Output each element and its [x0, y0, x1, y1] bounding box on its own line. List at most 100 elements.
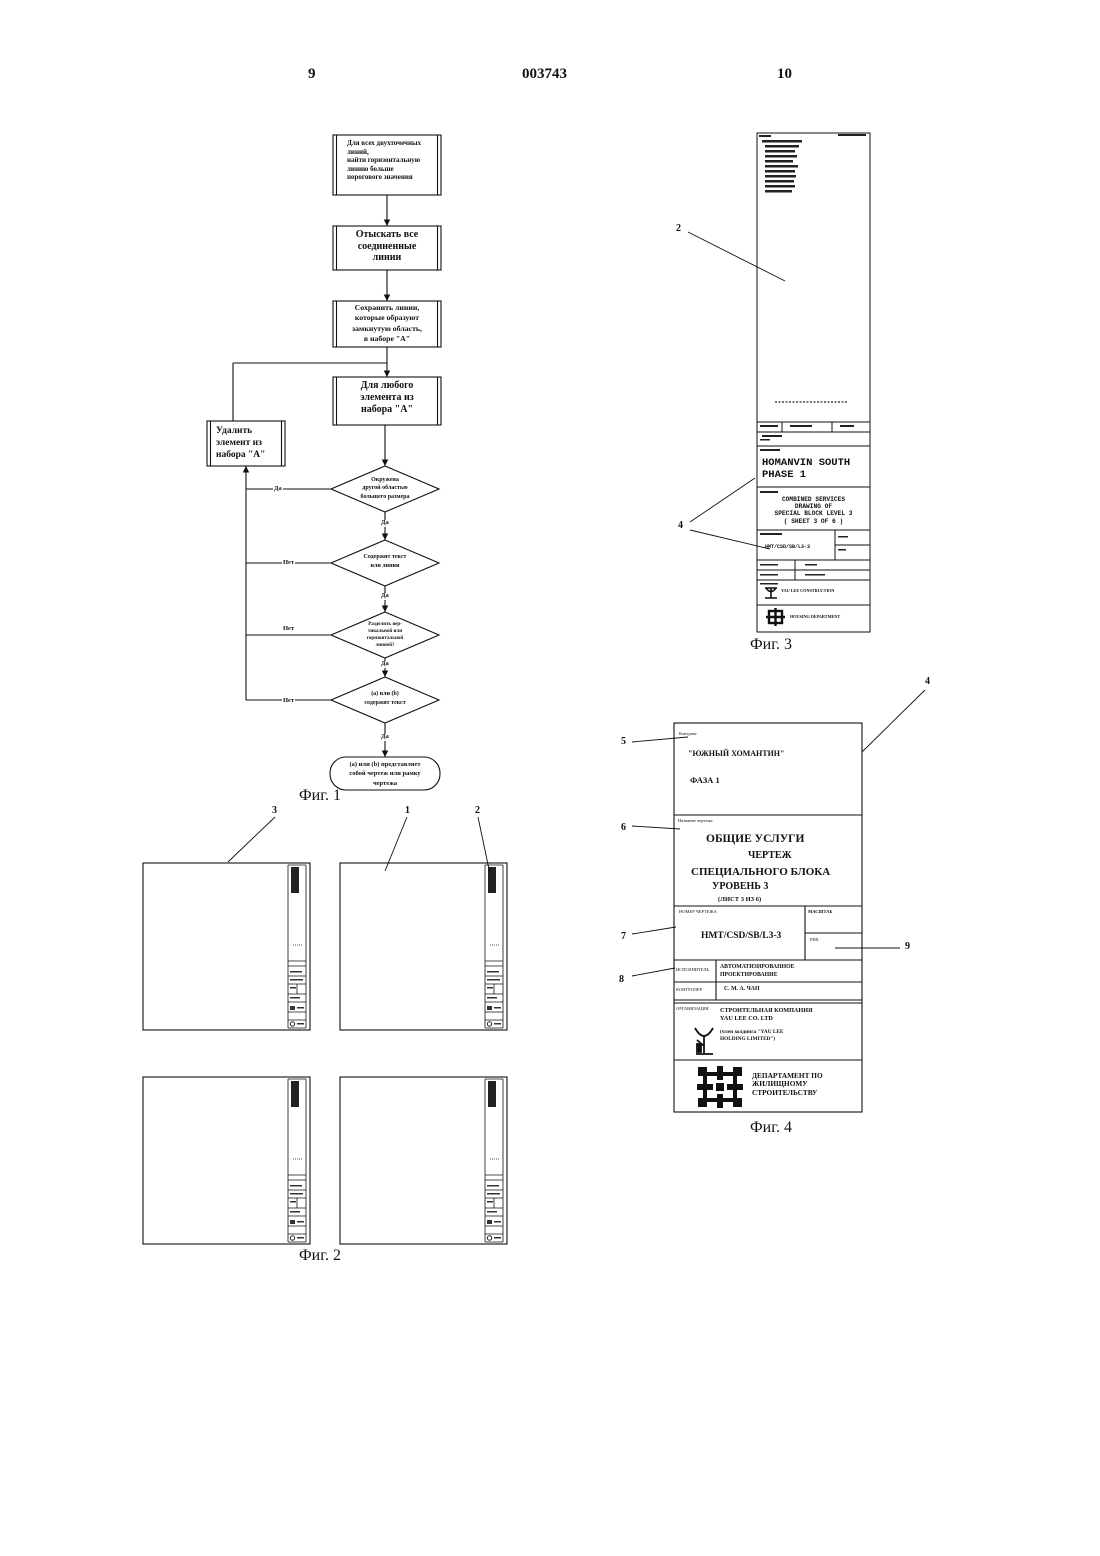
text-mark: [765, 170, 795, 173]
text-mark: [838, 549, 846, 551]
fig4-callout-7: 7: [621, 932, 626, 942]
text-mark: [760, 439, 770, 441]
drawing-title-line: СПЕЦИАЛЬНОГО БЛОКА: [691, 867, 830, 878]
text-mark: [840, 425, 854, 427]
drawing-sheet-1: [340, 863, 507, 1030]
drawing-number: HMT/CSD/SB/L3-3: [701, 932, 781, 942]
text-mark: [762, 140, 802, 143]
text-line: (a) или (b) представляет: [332, 760, 438, 769]
text-mark: [838, 134, 866, 136]
yau-lee-logo-icon: [765, 588, 777, 598]
process-text-find-connected: Отыскать всесоединенныелинии: [337, 229, 437, 264]
text-mark: [765, 175, 796, 178]
text-line: в наборе "A": [337, 334, 437, 344]
branch-label-yes: Да: [273, 486, 283, 493]
organization-label: ОРГАНИЗАЦИЯ: [676, 1007, 709, 1012]
fig4-housing-logo: [697, 1066, 743, 1108]
fig3-drawing: [757, 133, 870, 632]
text-line: собой чертеж или рамку: [332, 769, 438, 778]
text-line: Для всех двухточечных: [347, 139, 421, 148]
callout-line: [228, 817, 275, 862]
fig3-yau-lee-logo: [765, 588, 777, 598]
callout-line: [690, 530, 770, 549]
callout-line: [688, 232, 785, 281]
text-line: или линии: [335, 562, 435, 571]
text-line: Для любого: [337, 380, 437, 392]
text-line: чертежа: [332, 779, 438, 788]
fig2-callout-3: 3: [272, 806, 277, 816]
fig3-organization: YAU LEE CONSTRUCTION: [781, 589, 834, 593]
text-line: Разделить вер-: [335, 621, 435, 628]
callout-line: [690, 478, 755, 522]
process-text-save-closed: Сохранить линии,которые образуютзамкнуту…: [337, 303, 437, 344]
branch-label-no: Нет: [282, 698, 295, 705]
contract-name: "ЮЖНЫЙ ХОМАНТИН": [688, 750, 784, 758]
fig3-drawing-title: COMBINED SERVICESDRAWING OFSPECIAL BLOCK…: [758, 496, 869, 525]
branch-label-yes: Да: [380, 520, 390, 527]
text-line: линий,: [347, 148, 421, 157]
text-line: (a) или (b): [335, 690, 435, 699]
text-mark: [765, 150, 795, 153]
fig3-caption: Фиг. 3: [750, 637, 792, 653]
text-mark: [765, 185, 795, 188]
text-line: замкнутую область,: [337, 324, 437, 334]
fig3-housing-logo: [766, 608, 785, 626]
text-line: ПРОЕКТИРОВАНИЕ: [720, 972, 794, 980]
fig3-callout-2: 2: [676, 224, 681, 234]
decision-text-ab-text: (a) или (b)содержит текст: [335, 690, 435, 708]
fig3-drawing-number: HMT/CSD/SB/L3-3: [765, 545, 810, 550]
text-line: Содержит текст: [335, 553, 435, 562]
text-mark: [805, 574, 825, 576]
text-mark: [760, 583, 778, 585]
branch-label-no: Нет: [282, 560, 295, 567]
text-line: ( SHEET 3 OF 6 ): [758, 518, 869, 525]
fig3-department: HOUSING DEPARTMENT: [790, 615, 840, 619]
revision-label: РЕВ.: [810, 938, 819, 943]
text-line: соединенные: [337, 241, 437, 253]
decision-text-divided: Разделить вер-тикальной илигоризонтально…: [335, 621, 435, 649]
process-text-for-each: Для любогоэлемента изнабора "A": [337, 380, 437, 416]
text-line: COMBINED SERVICES: [758, 496, 869, 503]
text-mark: [760, 425, 778, 427]
text-line: линии: [337, 252, 437, 264]
decision-text-surrounded: Окруженадругой областьюбольшего размера: [335, 476, 435, 501]
phase: ФАЗА 1: [690, 776, 720, 785]
contract-label: Контракт: [679, 732, 697, 737]
page-number-left: 9: [308, 67, 316, 82]
callout-line: [632, 826, 680, 829]
text-line: (член холдинга "YAU LEE: [720, 1029, 783, 1036]
text-line: Отыскать все: [337, 229, 437, 241]
text-line: порогового значения: [347, 173, 421, 182]
text-mark: [760, 491, 778, 493]
drawing-title-line: ОБЩИЕ УСЛУГИ: [706, 834, 804, 846]
text-mark: [765, 180, 794, 183]
text-line: найти горизонтальную: [347, 156, 421, 165]
text-mark: [765, 145, 799, 148]
text-line: которые образуют: [337, 313, 437, 323]
fig4-yau-lee-logo: [695, 1028, 713, 1054]
housing-logo-icon: [698, 1067, 707, 1076]
text-mark: [760, 449, 780, 451]
process-text-find-lines: Для всех двухточечныхлиний,найти горизон…: [347, 139, 421, 182]
text-line: HOMANVIN SOUTH: [762, 458, 850, 470]
housing-logo-icon: [698, 1098, 707, 1107]
fig2-callout-2: 2: [475, 806, 480, 816]
organization-note: (член холдинга "YAU LEEHOLDING LIMITED"): [720, 1029, 783, 1043]
process-text-remove: Удалитьэлемент изнабора "A": [216, 425, 265, 461]
drawing-title-line: УРОВЕНЬ 3: [712, 882, 768, 892]
housing-logo-icon: [733, 1098, 742, 1107]
text-mark: [805, 564, 817, 566]
drawing-title-label: Название чертежа: [678, 819, 713, 824]
document-number: 003743: [522, 67, 567, 82]
text-line: DRAWING OF: [758, 503, 869, 510]
text-line: тикальной или: [335, 628, 435, 635]
text-line: Сохранить линии,: [337, 303, 437, 313]
text-mark: [765, 155, 797, 158]
housing-logo-icon: [733, 1067, 742, 1076]
fig4-callout-5: 5: [621, 737, 626, 747]
text-line: YAU LEE CO. LTD: [720, 1015, 813, 1023]
text-mark: [762, 435, 782, 437]
text-line: набора "A": [216, 449, 265, 461]
branch-label-yes: Да: [380, 734, 390, 741]
housing-logo-icon: [716, 1083, 724, 1091]
